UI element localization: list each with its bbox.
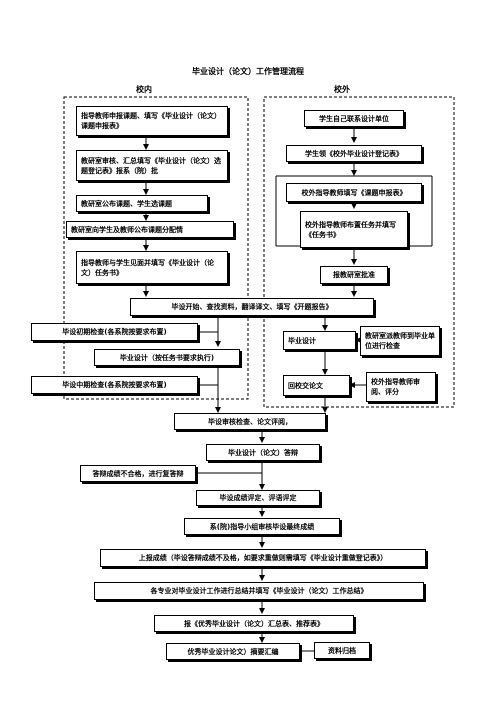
- node-task-book: 指导教师与学生见面并填写《毕业设计（论文）任务书》: [76, 251, 228, 284]
- node-archive: 资料归档: [314, 642, 370, 659]
- node-external-grade: 校外指导教师审阅、评分: [366, 372, 436, 402]
- node-approve: 报教研室批准: [320, 266, 388, 284]
- node-final-grade-review: 系(院)指导小组审核毕设最终成绩: [184, 518, 340, 535]
- node-review-topics: 教研室审核、汇总填写《毕业设计（论文）选题登记表》报系（院）批: [76, 150, 228, 181]
- outside-region: [263, 96, 455, 408]
- node-initial-check: 毕设初期检查(各系院按要求布置): [31, 323, 198, 341]
- node-publish-topics: 教研室公布课题、学生选课题: [76, 195, 208, 212]
- node-contact-unit: 学生自己联系设计单位: [304, 110, 404, 127]
- node-start-design: 毕设开始、查找资料，翻译译文、填写《开题报告》: [130, 298, 374, 316]
- node-abstract-compile: 优秀毕业设计论文）摘要汇编: [166, 643, 300, 660]
- node-defense: 毕业设计（论文）答辩: [206, 444, 320, 461]
- node-report-grades: 上报成绩（毕设答辩成绩不及格，如要求重做则需填写《毕业设计重做登记表》）: [100, 549, 426, 567]
- inside-region: [63, 96, 249, 400]
- region-label-outside: 校外: [334, 85, 350, 94]
- node-apply-topic: 指导教师申报课题、填写《毕业设计（论文）课题申报表》: [76, 106, 228, 136]
- page-title: 毕业设计（论文）工作管理流程: [192, 67, 304, 76]
- region-label-inside: 校内: [136, 85, 152, 94]
- node-teacher-visit: 教研室派教师到毕业单位进行检查: [360, 326, 440, 356]
- node-announce-assignment: 教研室向学生及教师公布课题分配情: [66, 221, 234, 238]
- node-external-design: 毕业设计: [283, 331, 356, 350]
- node-external-task: 校外指导教师布置任务并填写《任务书》: [300, 211, 408, 248]
- node-register-form: 学生领《校外毕业设计登记表》: [286, 145, 422, 162]
- node-mid-check: 毕设中期检查(各系院按要求布置): [31, 376, 198, 394]
- node-review-thesis: 毕设审核检查、论文评阅，: [174, 413, 326, 430]
- node-redefense: 答辩成绩不合格，进行复答辩: [80, 465, 196, 482]
- node-work-summary: 各专业对毕业设计工作进行总结并填写《毕业设计（论文）工作总结》: [94, 582, 424, 600]
- node-excellent-report: 报《优秀毕业设计（论文）汇总表、推荐表》: [154, 615, 354, 632]
- node-submit-thesis: 回校交论文: [283, 375, 350, 396]
- node-external-apply: 校外指导教师填写《课题申报表》: [286, 183, 422, 202]
- node-design-execute: 毕业设计（按任务书要求执行): [94, 349, 240, 366]
- node-grade-evaluation: 毕设成绩评定、评语评定: [196, 490, 320, 506]
